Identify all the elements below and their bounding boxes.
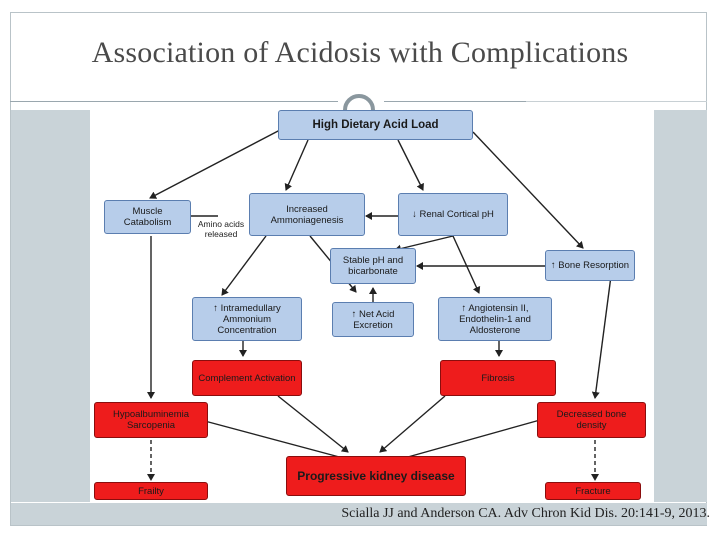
acidosis-flow-diagram: High Dietary Acid Load Muscle Catabolism…: [90, 110, 654, 502]
node-stable-ph-bicarbonate: Stable pH and bicarbonate: [330, 248, 416, 284]
title-divider-far-right: [526, 101, 707, 102]
footer-bar: [11, 503, 707, 525]
node-angiotensin-endothelin-aldosterone: ↑ Angiotensin II, Endothelin-1 and Aldos…: [438, 297, 552, 341]
title-divider-left: [10, 101, 338, 102]
node-fracture: Fracture: [545, 482, 641, 500]
node-muscle-catabolism: Muscle Catabolism: [104, 200, 191, 234]
amino-acids-note: Amino acids released: [197, 219, 245, 239]
node-decreased-bone-density: Decreased bone density: [537, 402, 646, 438]
citation-text: Scialla JJ and Anderson CA. Adv Chron Ki…: [341, 506, 710, 521]
node-frailty: Frailty: [94, 482, 208, 500]
node-bone-resorption: ↑ Bone Resorption: [545, 250, 635, 281]
node-intramedullary-ammonium: ↑ Intramedullary Ammonium Concentration: [192, 297, 302, 341]
node-renal-cortical-ph: ↓ Renal Cortical pH: [398, 193, 508, 236]
left-sidebar-panel: [11, 110, 90, 502]
slide-title: Association of Acidosis with Complicatio…: [91, 36, 629, 69]
node-progressive-kidney-disease: Progressive kidney disease: [286, 456, 466, 496]
node-increased-ammoniagenesis: Increased Ammoniagenesis: [249, 193, 365, 236]
node-complement-activation: Complement Activation: [192, 360, 302, 396]
title-divider-right: [384, 101, 526, 102]
node-net-acid-excretion: ↑ Net Acid Excretion: [332, 302, 414, 337]
node-fibrosis: Fibrosis: [440, 360, 556, 396]
node-high-dietary-acid-load: High Dietary Acid Load: [278, 110, 473, 140]
node-hypoalbuminemia-sarcopenia: Hypoalbuminemia Sarcopenia: [94, 402, 208, 438]
divider-ornament-icon: [343, 94, 375, 111]
right-sidebar-panel: [654, 110, 707, 502]
